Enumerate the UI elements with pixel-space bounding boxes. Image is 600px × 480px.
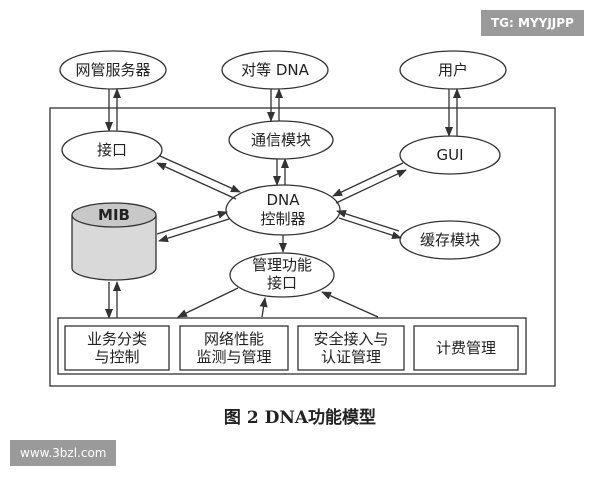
node-gui-label: GUI	[436, 146, 463, 164]
arrow-controller-to-cache	[338, 217, 402, 240]
arrow-interface-to-controller	[159, 155, 241, 193]
box-monitor-label-2: 监测与管理	[196, 348, 271, 366]
arrow-mib-to-controller	[156, 210, 228, 235]
arrow-security-to-mgmt	[321, 291, 379, 318]
arrow-controller-to-interface	[156, 162, 237, 200]
node-comm-module-label: 通信模块	[251, 131, 311, 149]
box-security-label-2: 认证管理	[321, 348, 381, 366]
node-mgmt-function-label-1: 管理功能	[252, 256, 312, 274]
system-boundary	[49, 107, 556, 387]
node-dna-controller-label-1: DNA	[266, 191, 300, 209]
watermark-top-right: TG: MYYJJPP	[481, 10, 584, 36]
node-mib-label: MIB	[98, 206, 130, 224]
box-network-monitoring: 网络性能 监测与管理	[179, 325, 289, 371]
node-comm-module: 通信模块	[228, 120, 334, 160]
node-peer-dna: 对等 DNA	[221, 50, 329, 90]
node-user: 用户	[399, 50, 507, 90]
node-mgmt-function-interface: 管理功能 接口	[229, 252, 335, 298]
box-billing: 计费管理	[413, 325, 519, 371]
box-security-label-1: 安全接入与	[313, 330, 388, 348]
figure-caption: 图 2 DNA功能模型	[224, 407, 376, 428]
box-service-label-2: 与控制	[94, 348, 139, 366]
arrow-monitor-to-mgmt	[259, 297, 268, 318]
arrow-gui-to-controller	[332, 162, 404, 197]
node-dna-controller: DNA 控制器	[225, 184, 341, 236]
arrow-controller-to-gui	[335, 169, 407, 204]
node-mib-cylinder: MIB	[71, 202, 157, 281]
node-mgmt-function-label-2: 接口	[267, 274, 297, 292]
node-gui: GUI	[399, 135, 501, 175]
node-user-label: 用户	[438, 61, 468, 79]
arrow-cache-to-controller	[336, 209, 400, 232]
node-cache-module-label: 缓存模块	[420, 231, 480, 249]
arrow-controller-to-mib	[158, 218, 230, 243]
node-interface-label: 接口	[97, 141, 127, 159]
box-service-label-1: 业务分类	[87, 330, 147, 348]
node-interface: 接口	[61, 130, 163, 170]
box-service-classification: 业务分类 与控制	[64, 325, 170, 371]
node-network-mgmt-server: 网管服务器	[59, 50, 167, 90]
watermark-bottom-left: www.3bzl.com	[10, 440, 117, 466]
box-monitor-label-1: 网络性能	[204, 330, 264, 348]
arrow-mgmt-to-service	[177, 287, 239, 318]
box-billing-label: 计费管理	[436, 339, 496, 357]
node-peer-dna-label: 对等 DNA	[241, 61, 310, 79]
box-security-auth: 安全接入与 认证管理	[297, 325, 405, 371]
bottom-box-group	[57, 317, 527, 375]
node-network-mgmt-server-label: 网管服务器	[75, 61, 150, 79]
node-dna-controller-label-2: 控制器	[260, 210, 305, 228]
node-cache-module: 缓存模块	[399, 220, 501, 260]
arrows	[105, 88, 461, 319]
